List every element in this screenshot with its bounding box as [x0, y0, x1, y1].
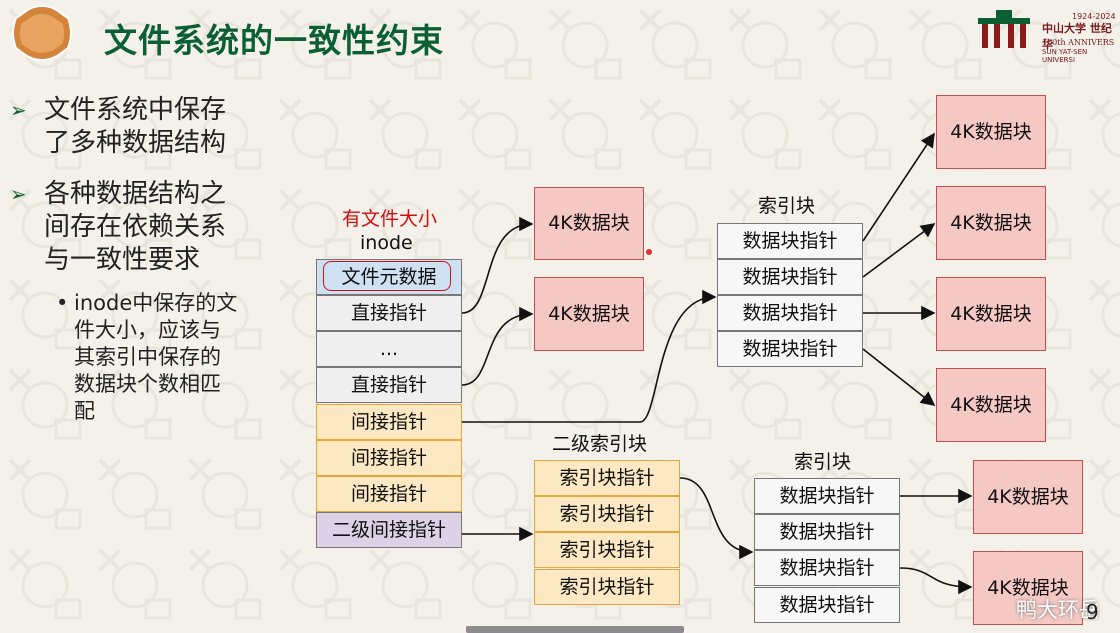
arrow-direct-1 — [461, 216, 534, 314]
lower-index-cell-4: 数据块指针 — [754, 587, 900, 623]
inode-cell-ellipsis: ... — [316, 331, 462, 367]
file-size-annotation: 有文件大小 — [342, 208, 438, 230]
index-block-label: 索引块 — [758, 195, 816, 217]
sub-bullet-line-2: 件大小，应该与 — [74, 318, 221, 342]
inode-cell-indirect-1: 间接指针 — [316, 404, 462, 440]
inode-cell-indirect-3: 间接指针 — [316, 476, 462, 512]
data-block-lower-1: 4K数据块 — [973, 460, 1083, 534]
data-block-index-4: 4K数据块 — [936, 368, 1046, 442]
logo-years: 1924-2024 — [1072, 12, 1116, 21]
lower-index-label: 索引块 — [794, 451, 852, 473]
lower-index-cell-2: 数据块指针 — [754, 514, 900, 550]
index-cell-2: 数据块指针 — [717, 259, 863, 295]
inode-cell-double-indirect: 二级间接指针 — [316, 512, 462, 548]
index-cell-4: 数据块指针 — [717, 331, 863, 367]
inode-label: inode — [360, 232, 413, 254]
data-block-direct-2: 4K数据块 — [534, 277, 644, 351]
sub-bullet-line-5: 配 — [74, 399, 95, 423]
data-block-lower-2: 4K数据块 — [973, 551, 1083, 625]
second-index-cell-1: 索引块指针 — [534, 460, 680, 496]
data-block-index-3: 4K数据块 — [936, 277, 1046, 351]
bullet-1-line-2: 了多种数据结构 — [44, 128, 227, 158]
pointer-dot — [646, 249, 652, 255]
sub-bullet-line-3: 其索引中保存的 — [74, 345, 221, 369]
slide-badge-icon — [12, 4, 72, 62]
bullet-2-line-1: 各种数据结构之 — [44, 179, 227, 209]
bottom-toolbar[interactable] — [466, 626, 684, 633]
arrow-index-2 — [862, 223, 936, 278]
logo-name-cn: 中山大学 世纪华 — [1042, 22, 1112, 51]
bullet-1-line-1: 文件系统中保存 — [44, 95, 227, 125]
sub-bullet-line-1: inode中保存的文 — [74, 291, 238, 315]
arrow-index-1 — [862, 132, 935, 242]
bullet-arrow-icon: ➢ — [10, 98, 27, 122]
second-index-cell-2: 索引块指针 — [534, 496, 680, 532]
inode-cell-direct-2: 直接指针 — [316, 367, 462, 403]
university-logo: 1924-2024 中山大学 世纪华 100th ANNIVERS SUN YA… — [976, 8, 1120, 64]
lower-index-cell-1: 数据块指针 — [754, 478, 900, 514]
logo-anniversary: 100th ANNIVERS — [1042, 38, 1115, 47]
arrow-second-index — [679, 477, 754, 560]
second-index-cell-4: 索引块指针 — [534, 569, 680, 605]
sub-bullet-dot-icon: • — [56, 291, 69, 315]
arrow-direct-2 — [461, 306, 534, 386]
inode-cell-indirect-2: 间接指针 — [316, 440, 462, 476]
arrow-lower-2 — [899, 567, 973, 595]
second-index-label: 二级索引块 — [552, 433, 648, 455]
data-block-index-1: 4K数据块 — [936, 95, 1046, 169]
watermark: 鸭大环岳 — [1016, 598, 1100, 622]
sub-bullet-line-4: 数据块个数相匹 — [74, 372, 221, 396]
arrow-index-4 — [862, 348, 936, 406]
logo-name-en: SUN YAT-SEN UNIVERSI — [1042, 48, 1088, 64]
data-block-direct-1: 4K数据块 — [534, 187, 644, 260]
bullet-2-line-2: 间存在依赖关系 — [44, 212, 227, 242]
inode-cell-direct-1: 直接指针 — [316, 295, 462, 331]
bullet-2-line-3: 与一致性要求 — [44, 245, 201, 275]
slide-title: 文件系统的一致性约束 — [104, 21, 444, 60]
index-cell-3: 数据块指针 — [717, 295, 863, 331]
page-number: 9 — [1086, 600, 1099, 624]
data-block-index-2: 4K数据块 — [936, 186, 1046, 260]
bullet-arrow-icon: ➢ — [10, 182, 27, 206]
arrow-indirect — [462, 289, 717, 423]
inode-cell-metadata: 文件元数据 — [316, 259, 462, 295]
lower-index-cell-3: 数据块指针 — [754, 550, 900, 586]
university-gate-icon — [978, 10, 1030, 48]
metadata-highlight — [323, 261, 451, 291]
index-cell-1: 数据块指针 — [717, 223, 863, 259]
second-index-cell-3: 索引块指针 — [534, 532, 680, 568]
